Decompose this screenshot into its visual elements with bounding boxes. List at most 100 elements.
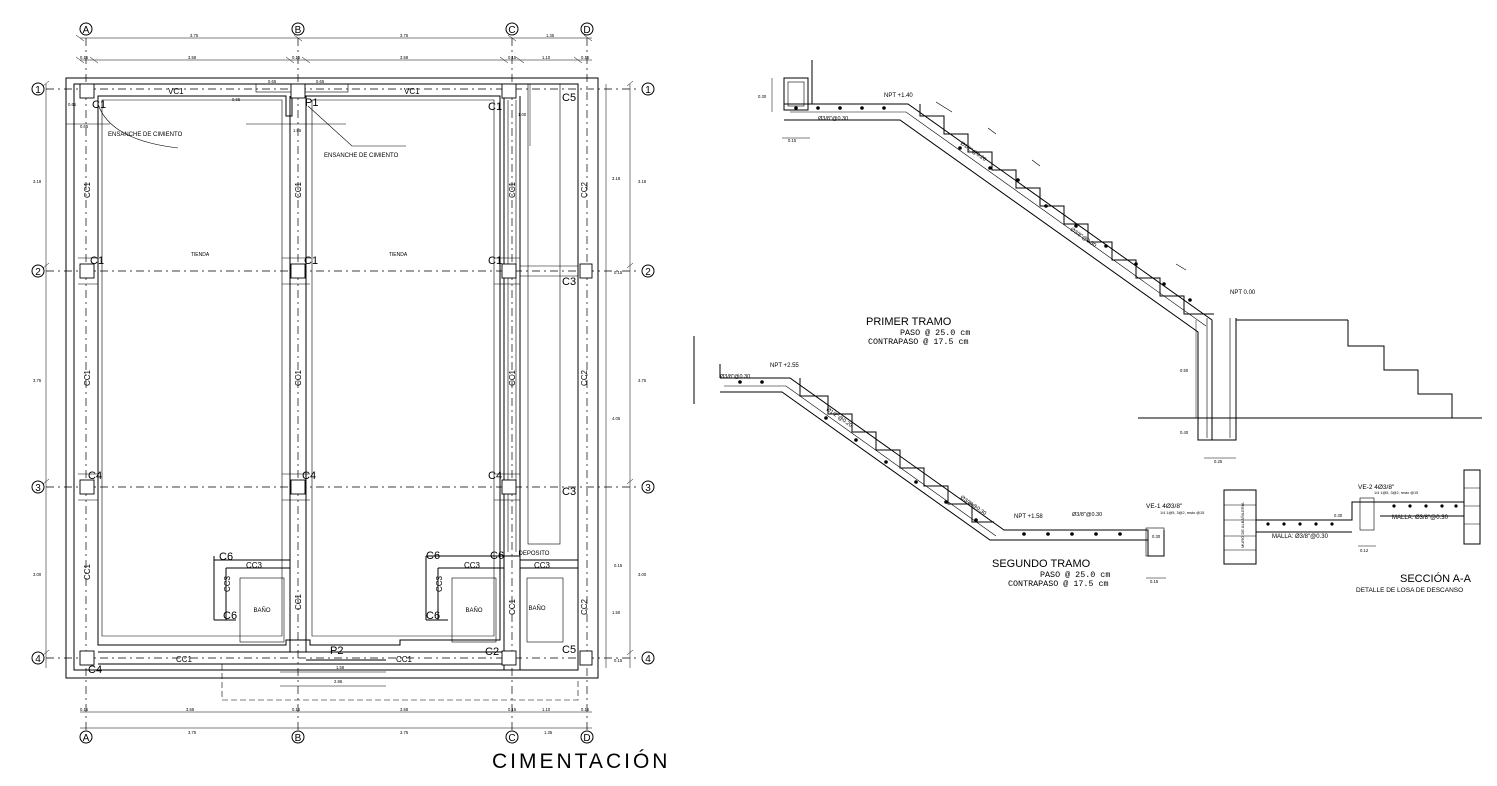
dim-text: 1.35: [546, 33, 555, 38]
dim-text: 3.75: [638, 378, 647, 383]
beam-label: CC2: [580, 181, 589, 198]
dim-text: 0.65: [268, 79, 277, 84]
col-label: C5: [562, 92, 576, 104]
grid-axes: [46, 38, 640, 730]
rebar-second-3: Ø3/8"@0.30: [959, 495, 987, 517]
dim-second-2: 0.15: [1150, 579, 1159, 584]
col-label: C1: [90, 255, 104, 267]
dim-text: 1.50: [612, 610, 621, 615]
column-labels: C1 C1 C1 C1 C1 C1 C4 C4 C4 C4 C5 C5 C3 C…: [88, 92, 576, 676]
dim-text: 1.10: [542, 707, 551, 712]
col-label: C3: [562, 276, 576, 288]
dim-text: 3.00: [33, 572, 42, 577]
room-label-bano-3: BAÑO: [528, 605, 545, 612]
dim-text: 0.65: [316, 79, 325, 84]
first-flight-step: PASO @ 25.0 cm: [900, 328, 970, 338]
dim-first-2: 0.15: [788, 138, 797, 143]
dim-text: 0.15: [80, 707, 89, 712]
grid-label-2-left: 2: [35, 267, 41, 278]
dim-first-3: 0.50: [1180, 368, 1189, 373]
dimensions: 3.75 3.75 1.35 3.58 3.58 1.10 0.15 0.15 …: [33, 33, 647, 735]
first-flight-riser: CONTRAPASO @ 17.5 cm: [868, 337, 969, 347]
beam-label: CC3: [464, 561, 481, 570]
beam-label: CC1: [83, 181, 92, 198]
col-label: C1: [488, 101, 502, 113]
dim-text: 0.15: [508, 55, 517, 60]
beam-labels: VC1 VC1 CC1 CC1 CC1 CC1 CC1 CC1 CC1 CC1 …: [83, 87, 589, 615]
col-label: C1: [304, 255, 318, 267]
dim-text: 0.65: [232, 97, 241, 102]
dim-text: 0.15: [292, 707, 301, 712]
rebar-dots-second: [738, 380, 1122, 536]
section-mesh-left: MALLA: Ø3/8"@0.30: [1272, 534, 1329, 540]
dim-text: 0.15: [614, 658, 623, 663]
dim-text: 0.65: [80, 124, 89, 129]
beam-label: CC1: [294, 593, 303, 610]
grid-label-1-left: 1: [35, 85, 41, 96]
dim-text: 3.75: [400, 730, 409, 735]
col-label: C1: [92, 99, 106, 111]
dim-text: 3.75: [33, 378, 42, 383]
col-label: C6: [223, 610, 237, 622]
dim-text: 3.00: [638, 572, 647, 577]
section-mesh-right: MALLA: Ø3/8"@0.30: [1392, 515, 1449, 521]
grid-label-C-bottom: C: [508, 733, 515, 744]
col-label: C6: [426, 550, 440, 562]
footing-notes: ENSANCHE DE CIMIENTO ENSANCHE DE CIMIENT…: [66, 103, 406, 159]
grid-label-D-top: D: [583, 25, 590, 36]
beam-label: CC1: [508, 369, 517, 386]
section-beam-tag: VE-2 4Ø3/8": [1358, 484, 1395, 491]
beam-label: CC3: [435, 575, 444, 592]
section-title: SECCIÓN A-A: [1400, 572, 1472, 585]
grid-label-A-bottom: A: [83, 733, 90, 744]
dim-text: 1.35: [544, 730, 553, 735]
second-flight-title: SEGUNDO TRAMO: [992, 558, 1091, 570]
plan-title: CIMENTACIÓN: [492, 750, 670, 773]
beam-label-bottom-left: CC1: [176, 655, 193, 664]
dim-text: 1.10: [542, 55, 551, 60]
dim-text: 3.58: [400, 707, 409, 712]
dim-text: 3.18: [612, 176, 621, 181]
grid-label-4-left: 4: [35, 654, 41, 665]
dim-text: 3.75: [188, 730, 197, 735]
col-label: C4: [488, 470, 502, 482]
dim-text: 1.58: [336, 665, 345, 670]
dim-first-5: 0.25: [1214, 459, 1223, 464]
col-label: C4: [88, 470, 102, 482]
col-label: C4: [302, 470, 316, 482]
dim-text: 0.15: [508, 707, 517, 712]
first-flight-title: PRIMER TRAMO: [866, 316, 952, 328]
rebar-first-1: Ø3/8"@0.30: [818, 116, 848, 122]
dim-text: 3.58: [188, 55, 197, 60]
col-label: P2: [330, 645, 343, 657]
beam-label: CC2: [580, 369, 589, 386]
dim-text: 1.00: [518, 112, 527, 117]
grid-label-C-top: C: [508, 25, 515, 36]
dim-text: 0.15: [614, 563, 623, 568]
col-label: C4: [88, 664, 102, 676]
col-label: C1: [488, 255, 502, 267]
dim-text: 2.86: [334, 679, 343, 684]
second-flight: NPT +2.55 NPT +1.58 Ø3/8"@0.30 Ø1/2"@0.2…: [693, 336, 1204, 584]
section-subtitle: DETALLE DE LOSA DE DESCANSO: [1356, 587, 1463, 594]
dim-text: 0.15: [80, 55, 89, 60]
dim-text: 3.58: [186, 707, 195, 712]
beam-label: CC1: [83, 369, 92, 386]
dim-text: 3.58: [400, 55, 409, 60]
room-label-tienda-left: TIENDA: [191, 252, 210, 258]
dim-first-4: 0.40: [1180, 430, 1189, 435]
grid-bubbles: A B C D A B C D 1 2 3 4 1 2 3 4: [31, 22, 655, 744]
beam-label: CC2: [580, 598, 589, 615]
grid-label-3-left: 3: [35, 483, 41, 494]
grid-label-4-right: 4: [645, 654, 651, 665]
stair-section: NPT +1.40 NPT 0.00 Ø3/8"@0.30 Ø1/2"@0.20…: [693, 60, 1482, 589]
col-label: C2: [485, 646, 499, 658]
dim-second-1: 0.30: [1152, 534, 1161, 539]
grid-label-B-top: B: [295, 25, 302, 36]
section-beam-note: 1/4 1@5, 3@2, resto @15: [1374, 491, 1418, 495]
section-dim-2: 0.12: [1360, 548, 1369, 553]
beam-note-ve1: 1/4 1@5, 3@2, resto @15: [1160, 511, 1204, 515]
grid-label-B-bottom: B: [295, 733, 302, 744]
dim-text: 3.75: [400, 33, 409, 38]
section-rebar: [1266, 504, 1458, 526]
